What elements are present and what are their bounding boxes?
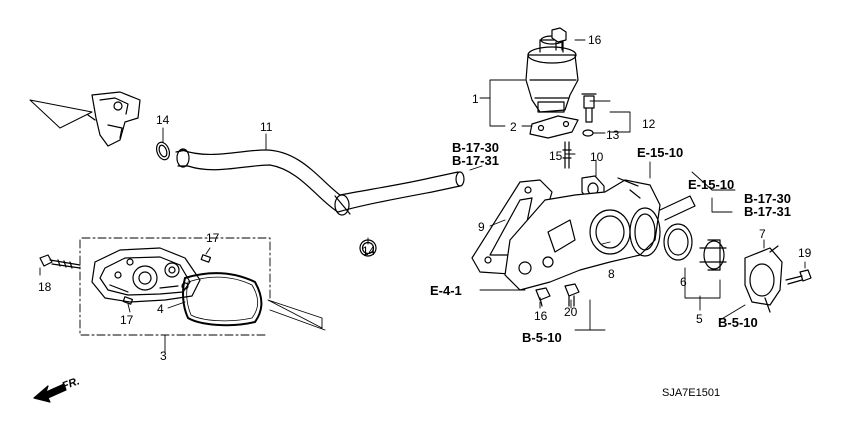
part-label-16-upper: 16 bbox=[588, 33, 602, 47]
sensor-12 bbox=[581, 93, 597, 123]
ref-e15-10-lower[interactable]: E-15-10 bbox=[688, 177, 735, 192]
ref-b5-10-center[interactable]: B-5-10 bbox=[522, 330, 562, 345]
part-label-14-lower: 14 bbox=[362, 244, 376, 258]
part-label-7: 7 bbox=[759, 227, 766, 241]
ref-b17-30-right[interactable]: B-17-30 bbox=[744, 191, 791, 206]
thermostat-6 bbox=[663, 223, 727, 271]
part-label-9: 9 bbox=[478, 220, 485, 234]
dowel-pin-17-upper bbox=[200, 254, 212, 263]
diagram-code: SJA7E1501 bbox=[662, 387, 721, 399]
part-label-10: 10 bbox=[590, 150, 604, 164]
o-ring-13 bbox=[582, 129, 594, 137]
part-label-16-lower: 16 bbox=[534, 309, 548, 323]
ref-b5-10-right[interactable]: B-5-10 bbox=[718, 315, 758, 330]
thermostat-cover-7 bbox=[744, 245, 783, 313]
part-label-17-upper: 17 bbox=[206, 231, 220, 245]
part-label-14-upper: 14 bbox=[156, 113, 170, 127]
ref-b17-30-left[interactable]: B-17-30 bbox=[452, 140, 499, 155]
part-label-3: 3 bbox=[160, 349, 167, 363]
ref-e15-10-upper[interactable]: E-15-10 bbox=[637, 145, 684, 160]
engine-bracket-hint bbox=[29, 91, 141, 147]
stud-15 bbox=[562, 141, 572, 169]
bolt-19 bbox=[785, 269, 812, 285]
valve-assembly-1 bbox=[525, 35, 579, 113]
part-label-19: 19 bbox=[798, 246, 812, 260]
bolt-20 bbox=[564, 283, 580, 307]
water-pipe-11 bbox=[175, 148, 465, 216]
ref-e4-1[interactable]: E-4-1 bbox=[430, 283, 462, 298]
o-ring-14-upper bbox=[155, 141, 171, 161]
part-label-4: 4 bbox=[157, 302, 164, 316]
ref-b17-31-right[interactable]: B-17-31 bbox=[744, 204, 791, 219]
dowel-pin-17-lower bbox=[122, 296, 134, 305]
part-label-6: 6 bbox=[680, 275, 687, 289]
gasket-4 bbox=[182, 272, 263, 327]
part-label-20: 20 bbox=[564, 305, 578, 319]
part-label-11: 11 bbox=[260, 120, 273, 134]
water-outlet-8 bbox=[504, 177, 696, 291]
part-label-5: 5 bbox=[696, 312, 703, 326]
ref-b17-31-left[interactable]: B-17-31 bbox=[452, 153, 499, 168]
part-label-2: 2 bbox=[510, 120, 517, 134]
part-label-13: 13 bbox=[606, 128, 620, 142]
bolt-16-upper bbox=[551, 27, 567, 51]
front-direction-arrow bbox=[33, 383, 67, 403]
bolt-16-lower bbox=[535, 287, 551, 307]
bolt-18 bbox=[39, 254, 81, 269]
part-label-8: 8 bbox=[608, 267, 615, 281]
part-label-1: 1 bbox=[472, 92, 479, 106]
part-label-12: 12 bbox=[642, 117, 656, 131]
water-pump-group-box bbox=[79, 237, 271, 336]
part-label-15: 15 bbox=[549, 149, 563, 163]
part-label-18: 18 bbox=[38, 280, 52, 294]
part-label-17-lower: 17 bbox=[120, 313, 134, 327]
leader-lines bbox=[39, 39, 806, 353]
gasket-plate-2 bbox=[529, 115, 579, 139]
